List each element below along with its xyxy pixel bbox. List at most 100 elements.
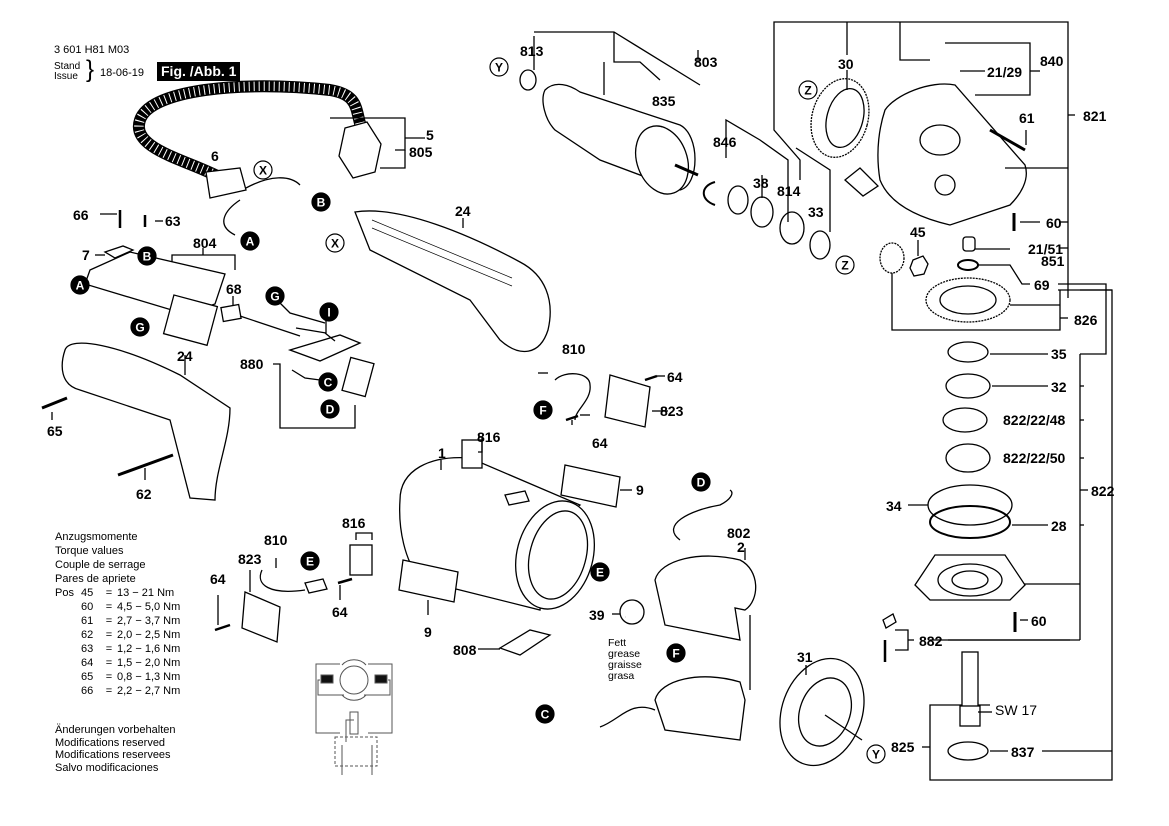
callout-826: 826	[1074, 312, 1098, 328]
torque-title-de: Anzugsmomente	[55, 531, 138, 543]
callout-5: 5	[426, 127, 434, 143]
bushing-21-51	[962, 236, 976, 252]
connector-letter: A	[76, 279, 85, 293]
screw-62	[117, 453, 174, 477]
connector-letter: Z	[804, 84, 811, 98]
connector-marker-z: Z	[798, 80, 818, 100]
brace-glyph: }	[86, 56, 95, 83]
connector-letter: E	[596, 566, 604, 580]
label-9-bottom	[398, 559, 459, 603]
callout-823-lower: 823	[238, 551, 262, 567]
connector-marker-g: G	[130, 317, 150, 337]
grease-pad-39	[619, 599, 645, 625]
callout-9-lower: 9	[424, 624, 432, 640]
wiring-schematic	[315, 659, 393, 775]
connector-marker-b: B	[137, 246, 157, 266]
torque-row: 66=2,2 − 2,7 Nm	[55, 684, 180, 698]
callout-805: 805	[409, 144, 433, 160]
bearing-813	[519, 69, 537, 91]
field-coil-lower	[654, 676, 746, 741]
snap-ring-846	[702, 181, 716, 206]
bearing-35	[947, 341, 989, 363]
callout-810-lower: 810	[264, 532, 288, 548]
figure-badge: Fig. /Abb. 1	[157, 62, 241, 81]
screw-64-top	[644, 374, 658, 382]
callout-28: 28	[1051, 518, 1067, 534]
connector-letter: C	[541, 708, 550, 722]
field-coil-upper	[654, 555, 757, 641]
part-number: 3 601 H81 M03	[54, 44, 130, 56]
callout-64-top-right: 64	[667, 369, 683, 385]
callout-808: 808	[453, 642, 477, 658]
brush-cap-823-lower	[241, 591, 281, 643]
nut-45	[909, 255, 929, 277]
switch-cover-7	[103, 245, 135, 259]
torque-title-fr: Couple de serrage	[55, 559, 146, 571]
connector-letter: F	[539, 404, 546, 418]
flange-32	[945, 373, 991, 399]
pinion	[879, 242, 905, 274]
connector-marker-c: C	[535, 704, 555, 724]
callout-837: 837	[1011, 744, 1035, 760]
torque-row: 62=2,0 − 2,5 Nm	[55, 628, 180, 642]
callout-64-mid: 64	[592, 435, 608, 451]
connector-marker-a: A	[240, 231, 260, 251]
bevel-gear-30	[810, 78, 870, 158]
torque-pos: 61	[81, 615, 94, 627]
torque-table: Anzugsmomente Torque values Couple de se…	[55, 530, 180, 698]
connector-letter: F	[672, 647, 679, 661]
label-9-top	[560, 464, 621, 508]
cord-sleeve	[205, 167, 247, 199]
grease-note-de: Fett	[608, 637, 627, 649]
callout-822-22-50: 822/22/50	[1003, 450, 1066, 466]
connector-letter: B	[317, 196, 326, 210]
callout-803: 803	[694, 54, 718, 70]
torque-value: 1,5 − 2,0 Nm	[117, 657, 181, 669]
connector-letter: A	[246, 235, 255, 249]
callout-33: 33	[808, 204, 824, 220]
connector-marker-f: F	[666, 643, 686, 663]
screw-61	[989, 128, 1026, 152]
connector-letter: B	[143, 250, 152, 264]
callout-60-top: 60	[1046, 215, 1062, 231]
note-de: Änderungen vorbehalten	[55, 724, 176, 736]
callout-6: 6	[211, 148, 219, 164]
plug	[338, 121, 382, 179]
callout-821: 821	[1083, 108, 1107, 124]
torque-value: 0,8 − 1,3 Nm	[117, 671, 181, 683]
callout-69: 69	[1034, 277, 1050, 293]
clamp-882	[882, 613, 897, 629]
callout-24-upper: 24	[455, 203, 471, 219]
connector-letter: X	[259, 164, 267, 178]
torque-pos: 62	[81, 629, 94, 641]
connector-marker-a: A	[70, 275, 90, 295]
connector-marker-e: E	[590, 562, 610, 582]
connector-marker-d: D	[320, 399, 340, 419]
gear-housing	[877, 83, 1027, 226]
grease-note-fr: graisse	[608, 659, 642, 671]
callout-65: 65	[47, 423, 63, 439]
brush-cap-823	[604, 374, 651, 428]
torque-row: 63=1,2 − 1,6 Nm	[55, 642, 180, 656]
callout-810-upper: 810	[562, 341, 586, 357]
connector-marker-g: G	[265, 286, 285, 306]
callout-813: 813	[520, 43, 544, 59]
callout-1: 1	[438, 445, 446, 461]
torque-value: 13 − 21 Nm	[117, 587, 175, 599]
connector-letter: D	[326, 403, 335, 417]
connector-letter: Y	[872, 748, 880, 762]
callout-880: 880	[240, 356, 264, 372]
crown-gear	[925, 277, 1011, 323]
electronics-module-880	[287, 334, 362, 362]
callout-21-29: 21/29	[987, 64, 1023, 80]
callout-822: 822	[1091, 483, 1115, 499]
screw-64-mid	[565, 414, 579, 422]
handle-half-upper	[354, 210, 551, 353]
stand-issue-label: Stand Issue	[54, 62, 80, 82]
callout-804: 804	[193, 235, 217, 251]
bearing-33	[809, 230, 831, 260]
connector-marker-y: Y	[866, 744, 886, 764]
bearing-837	[947, 741, 989, 761]
